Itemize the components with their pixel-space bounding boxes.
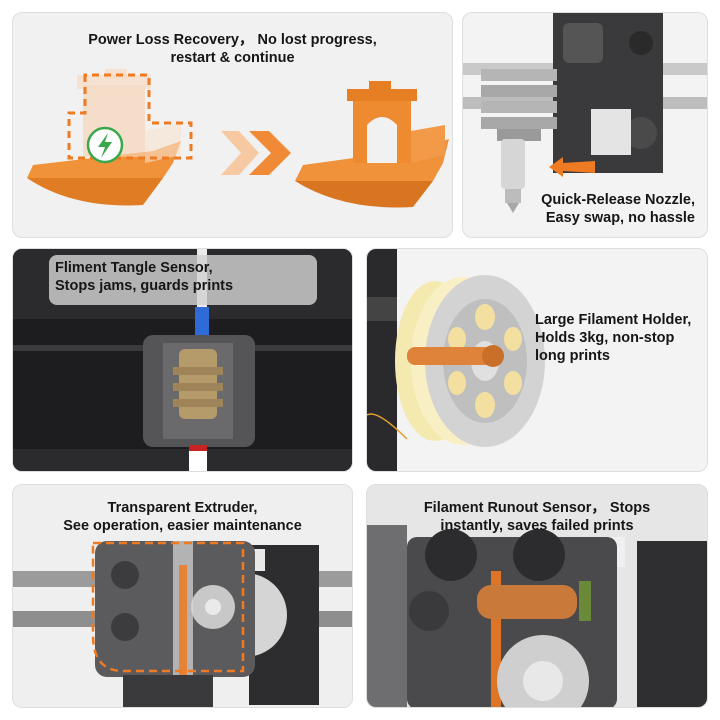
transparent-extruder-panel: Transparent Extruder, See operation, eas…	[12, 484, 353, 708]
tangle-sensor-panel: Fliment Tangle Sensor, Stops jams, guard…	[12, 248, 353, 472]
power-loss-caption: Power Loss Recovery， No lost progress, r…	[88, 32, 377, 66]
nozzle-caption: Quick-Release Nozzle, Easy swap, no hass…	[541, 192, 695, 226]
benchy-boats-illustration	[27, 69, 449, 208]
extruder-illustration	[13, 541, 352, 707]
caption-backdrop	[49, 255, 317, 305]
runout-sensor-panel: Filament Runout Sensor， Stops instantly,…	[366, 484, 708, 708]
nozzle	[501, 139, 525, 213]
progress-arrows	[221, 131, 291, 175]
arrow-left-icon	[549, 157, 595, 177]
power-loss-recovery-panel: Power Loss Recovery， No lost progress, r…	[12, 12, 453, 238]
hotend-illustration	[463, 13, 707, 213]
extruder-caption: Transparent Extruder, See operation, eas…	[63, 500, 302, 534]
filament-holder-panel: Large Filament Holder, Holds 3kg, non-st…	[366, 248, 708, 472]
runout-sensor-illustration	[367, 485, 707, 707]
runout-sensor-caption: Filament Runout Sensor， Stops instantly,…	[423, 500, 651, 534]
quick-release-nozzle-panel: Quick-Release Nozzle, Easy swap, no hass…	[462, 12, 708, 238]
lightning-bolt-icon	[98, 133, 112, 158]
partial-benchy-boat	[27, 69, 193, 206]
heatsink	[481, 69, 557, 141]
completed-benchy-boat	[295, 81, 449, 208]
tangle-sensor-caption: Fliment Tangle Sensor, Stops jams, guard…	[55, 260, 234, 294]
spool-holder-illustration	[367, 249, 545, 471]
filament-holder-caption: Large Filament Holder, Holds 3kg, non-st…	[535, 312, 692, 364]
